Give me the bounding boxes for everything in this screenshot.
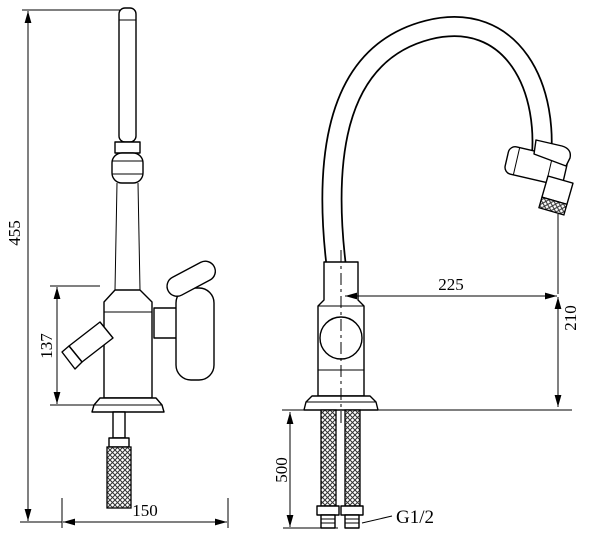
aerator-nozzle <box>538 175 574 216</box>
side-body <box>103 289 153 399</box>
dim-label-137: 137 <box>37 333 56 359</box>
side-supply-hose <box>106 446 132 509</box>
handle <box>153 260 217 381</box>
front-view <box>282 16 574 529</box>
side-base <box>91 397 165 509</box>
dim-label-225: 225 <box>438 275 464 294</box>
hose-left <box>320 409 337 507</box>
head-clip <box>533 139 572 167</box>
hose-arc <box>321 16 553 274</box>
dim-label-455: 455 <box>5 220 24 246</box>
dim-label-210: 210 <box>561 305 580 331</box>
side-riser <box>111 7 144 291</box>
dimension-overall-height: 455 <box>5 9 120 523</box>
hose-right <box>344 409 361 507</box>
dim-label-150: 150 <box>132 501 158 520</box>
dimension-spout-height-front: 210 <box>554 297 580 407</box>
dim-label-500: 500 <box>272 457 291 483</box>
dimension-base-width: 150 <box>61 498 229 528</box>
thread-size-label: G1/2 <box>396 507 434 528</box>
spray-head <box>504 139 574 216</box>
thread-callout: G1/2 <box>361 507 434 528</box>
dimension-spout-reach: 225 <box>345 214 559 300</box>
dimension-spout-height-side: 137 <box>37 285 100 406</box>
side-view <box>61 7 217 509</box>
filter-spout <box>61 321 114 370</box>
dimension-hose-length: 500 <box>272 412 338 529</box>
supply-hoses <box>316 409 364 529</box>
